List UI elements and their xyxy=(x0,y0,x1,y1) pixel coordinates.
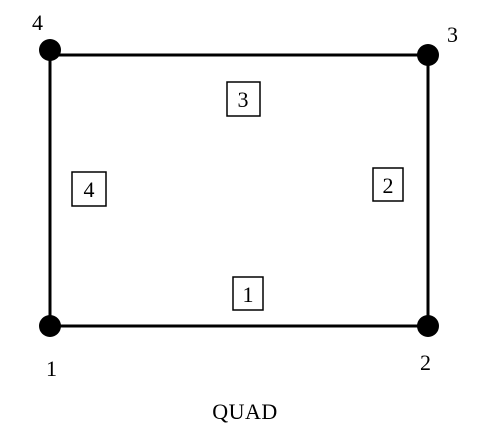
node-1-marker xyxy=(39,315,61,337)
node-2-label: 2 xyxy=(420,350,431,375)
edge-2-label-box: 2 xyxy=(372,167,404,202)
edge-1-label: 1 xyxy=(243,282,254,307)
node-3-marker xyxy=(417,44,439,66)
edge-2-label: 2 xyxy=(383,173,394,198)
node-1-label: 1 xyxy=(46,356,57,381)
edge-4-label-box: 4 xyxy=(71,171,107,207)
node-3-label: 3 xyxy=(447,22,458,47)
edge-3-label: 3 xyxy=(238,87,249,112)
diagram-caption: QUAD xyxy=(212,399,278,424)
node-4-label: 4 xyxy=(32,10,43,35)
edge-1-label-box: 1 xyxy=(232,276,264,311)
edge-4-label: 4 xyxy=(84,177,95,202)
edge-3-label-box: 3 xyxy=(226,81,261,117)
node-4-marker xyxy=(39,39,61,61)
node-2-marker xyxy=(417,315,439,337)
